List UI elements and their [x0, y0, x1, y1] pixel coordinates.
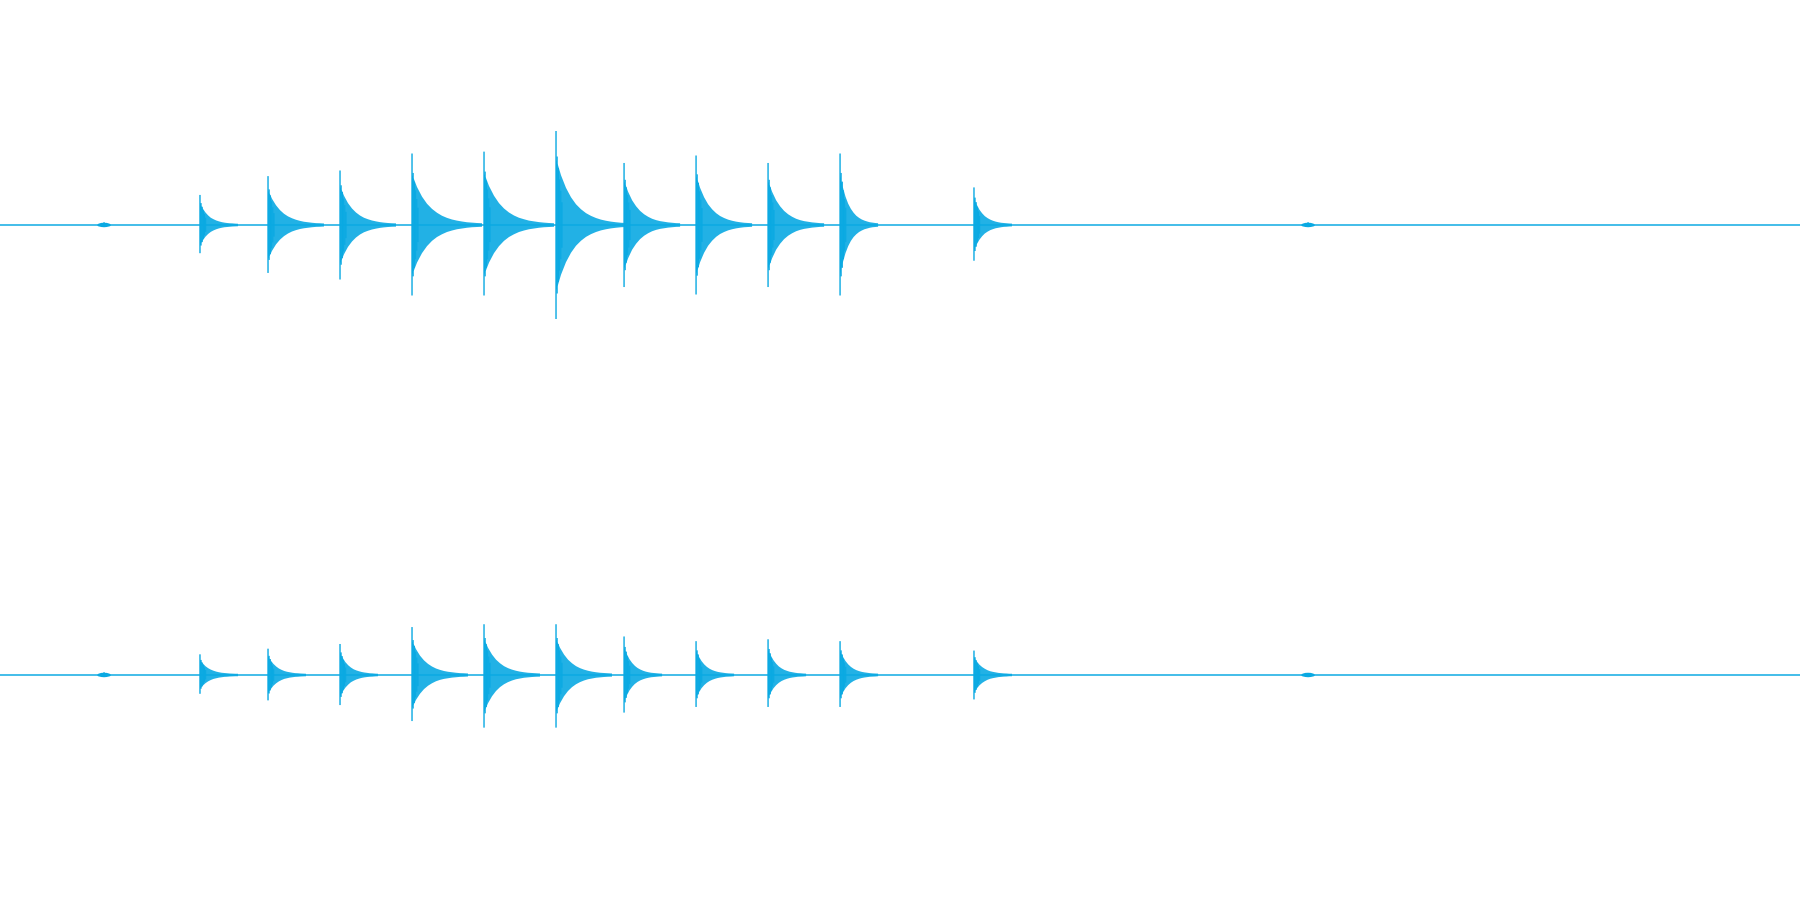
- waveform-transient: [483, 624, 540, 728]
- waveform-channel-2: [0, 624, 1800, 728]
- waveform-transient: [839, 641, 879, 707]
- waveform-transient: [199, 654, 238, 694]
- waveform-transient: [339, 643, 378, 706]
- waveform-transient: [267, 176, 324, 273]
- waveform-transient: [555, 624, 612, 728]
- waveform-transient: [973, 650, 1012, 700]
- waveform-transient: [199, 194, 238, 254]
- waveform-transient: [767, 639, 807, 707]
- waveform-transient: [623, 162, 681, 288]
- waveform-transient: [1301, 672, 1316, 678]
- waveform-transient: [767, 162, 825, 288]
- waveform-transient: [973, 187, 1012, 261]
- waveform-transient: [339, 170, 396, 280]
- waveform-transient: [483, 151, 554, 296]
- waveform-transient: [695, 641, 735, 707]
- waveform-transient: [411, 153, 482, 296]
- waveform-transient: [695, 155, 753, 295]
- waveform-transient: [411, 627, 468, 722]
- waveform-transient: [839, 153, 879, 296]
- waveform-transient: [555, 131, 626, 319]
- waveform-channel-1: [0, 131, 1800, 319]
- waveform-transient: [623, 636, 663, 713]
- waveform-transient: [1301, 222, 1316, 228]
- waveform-transient: [97, 222, 112, 228]
- waveform-transient: [97, 672, 112, 678]
- waveform-transient: [267, 648, 306, 701]
